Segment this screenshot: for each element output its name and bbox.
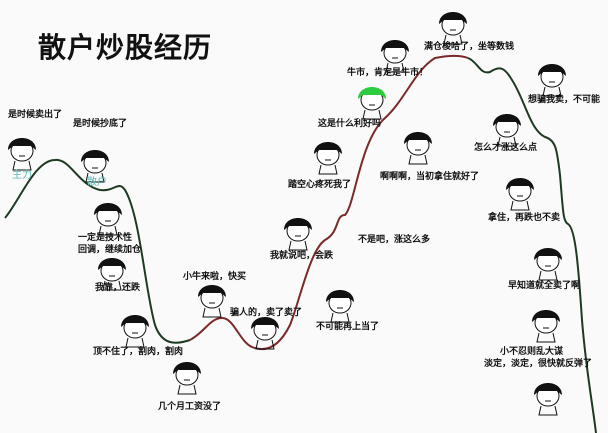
cartoon-face-icon (81, 150, 109, 183)
caption-still-falling: 我靠，还跌 (95, 283, 141, 293)
caption-bull-market: 牛市，肯定是牛市！ (347, 68, 429, 78)
label-retail: 散户 (87, 177, 107, 188)
curve-falling-1 (4, 158, 191, 344)
caption-told-you: 我就说吧，会跌 (270, 251, 334, 261)
cartoon-face-icon (98, 258, 126, 291)
caption-wont-sell: 想骗我卖，不可能 (528, 95, 601, 105)
curve-falling-2 (467, 57, 597, 433)
caption-good-news: 这是什么利好吗 (318, 119, 382, 129)
cartoon-face-icon (121, 315, 149, 348)
cartoon-face-icon (173, 362, 201, 395)
cartoon-face-icon (358, 87, 386, 120)
caption-small-bull: 小牛来啦，快买 (183, 272, 247, 282)
curve-rising-1 (189, 54, 469, 350)
cartoon-face-icon (439, 12, 467, 45)
cartoon-face-icon (284, 218, 312, 251)
cartoon-face-icon (493, 114, 521, 147)
caption-should-sold: 早知道就全卖了啊 (508, 281, 581, 291)
caption-no-way: 不是吧，涨这么多 (358, 235, 431, 245)
caption-patience-2: 淡定，淡定，很快就反弹了 (484, 359, 593, 369)
caption-tech-pullback-1: 一定是技术性 (78, 233, 133, 243)
cartoon-face-icon (381, 40, 409, 73)
cartoon-face-icon (404, 132, 432, 165)
caption-never-again: 不可能再上当了 (316, 322, 380, 332)
cartoon-face-icon (534, 383, 562, 416)
diagram-title: 散户炒股经历 (38, 31, 213, 64)
cartoon-face-icon (534, 248, 562, 281)
caption-liar-sell: 骗人的，卖了卖了 (230, 308, 303, 318)
caption-patience-1: 小不忍则乱大谋 (500, 347, 564, 357)
caption-buy-dip: 是时候抄底了 (73, 119, 128, 129)
cartoon-face-icon (198, 285, 226, 318)
cartoon-face-icon (538, 64, 566, 97)
label-main-force: 主力 (12, 170, 32, 181)
cartoon-face-icon (251, 317, 279, 350)
caption-salary-gone: 几个月工资没了 (158, 402, 222, 412)
caption-sell-time: 是时候卖出了 (8, 110, 63, 120)
cartoon-face-icon (326, 290, 354, 323)
caption-tech-pullback-2: 回调，继续加仓 (78, 245, 142, 255)
caption-missed-out: 踏空心疼死我了 (288, 180, 352, 190)
cartoon-face-icon (314, 142, 342, 175)
caption-all-in: 满仓梭哈了，坐等数钱 (424, 42, 515, 52)
caption-should-hold: 啊啊啊，当初拿住就好了 (380, 172, 480, 182)
cartoon-face-icon (8, 138, 36, 171)
cartoon-face-icon (94, 203, 122, 236)
caption-cut-loss: 顶不住了，割肉，割肉 (93, 347, 184, 357)
cartoon-face-icon (506, 178, 534, 211)
caption-only-this: 怎么才涨这么点 (474, 143, 538, 153)
cartoon-face-icon (532, 310, 560, 343)
caption-hold-on: 拿住，再跌也不卖 (488, 213, 561, 223)
